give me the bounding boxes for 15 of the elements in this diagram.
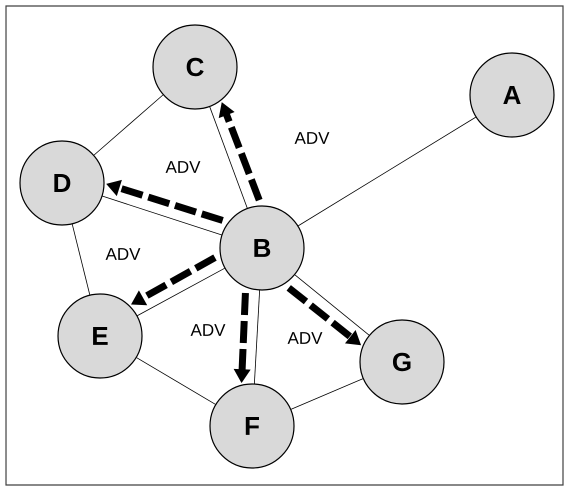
edge-label: ADV xyxy=(166,161,200,173)
connector-line xyxy=(137,268,225,316)
edge-label: ADV xyxy=(190,324,226,336)
edge-label: ADV xyxy=(288,332,322,344)
connector-line xyxy=(102,196,222,236)
connector-line xyxy=(290,378,364,410)
connector-line xyxy=(298,116,476,226)
connector-line xyxy=(209,106,248,208)
edge-label: ADV xyxy=(294,132,330,144)
connector-line xyxy=(254,290,260,384)
connector-line xyxy=(72,224,90,296)
edge-label: ADV xyxy=(106,248,140,260)
connector-line xyxy=(94,94,164,156)
connector-line xyxy=(136,357,216,405)
connector-line xyxy=(294,274,370,336)
